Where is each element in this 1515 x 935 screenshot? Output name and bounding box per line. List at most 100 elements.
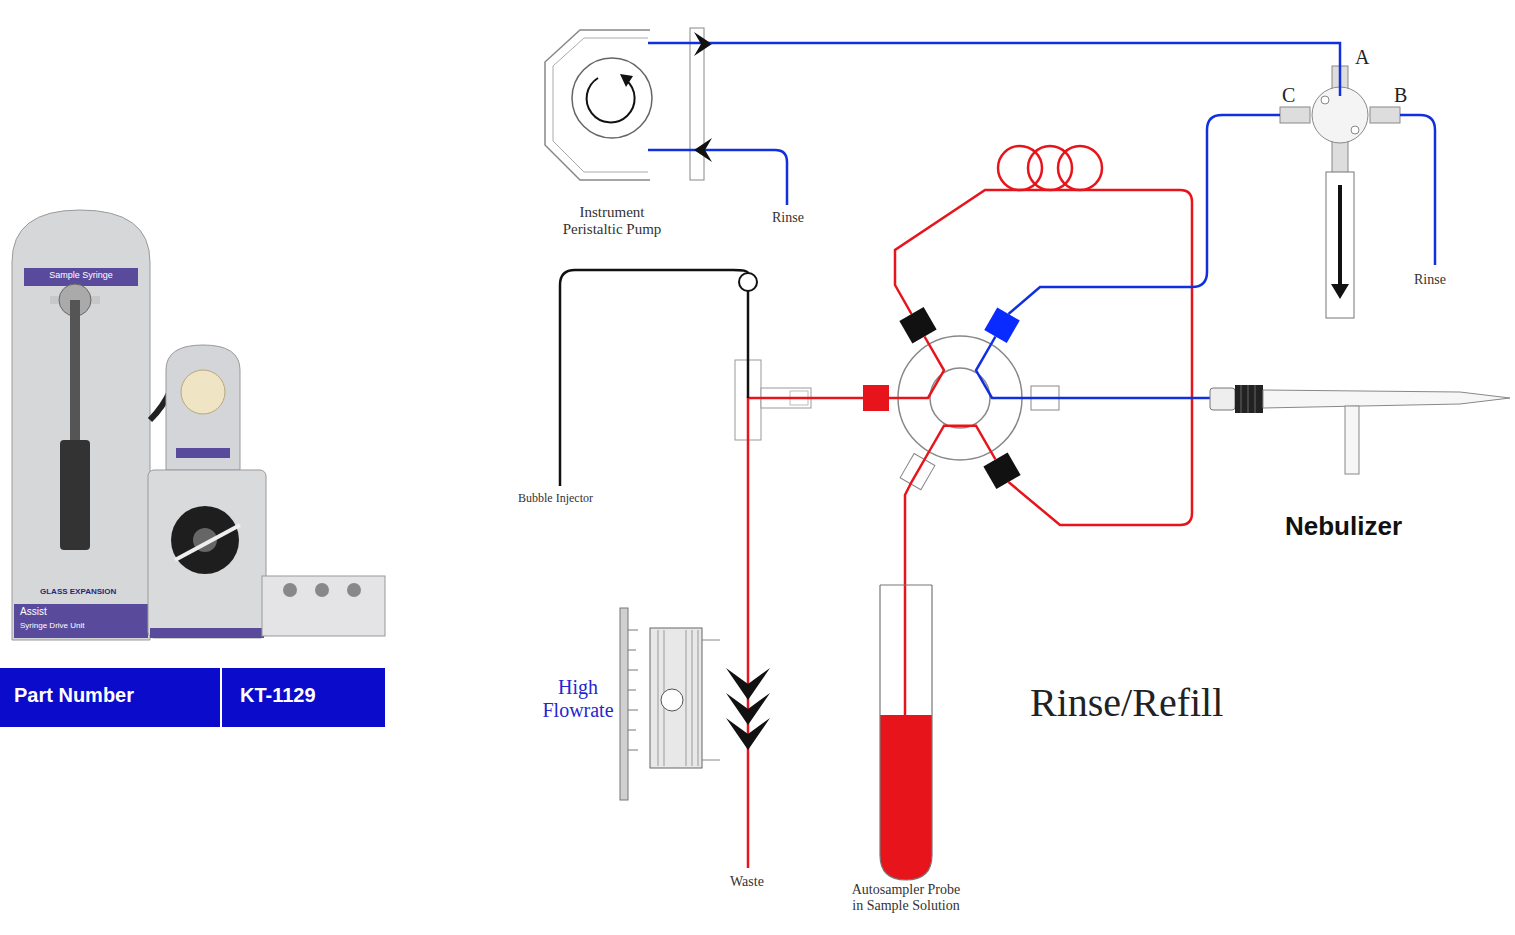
device-photo xyxy=(148,470,266,638)
table-cell: Part Number xyxy=(14,684,134,707)
nebulizer-drawing xyxy=(1263,390,1510,408)
flow-restrictor xyxy=(702,640,720,760)
device-photo xyxy=(347,583,361,597)
cross-connector xyxy=(1339,46,1342,96)
node-text: Nebulizer xyxy=(1285,512,1402,542)
cross-connector xyxy=(1370,107,1400,123)
line-end-label: Bubble Injector xyxy=(518,492,593,506)
device-photo xyxy=(181,370,225,414)
line-end-label: Rinse xyxy=(772,210,804,226)
part-table xyxy=(0,668,385,727)
cross-connector xyxy=(1280,46,1435,318)
unit-label: Syringe Drive Unit xyxy=(20,621,84,630)
bubble-line xyxy=(739,273,757,291)
switching-valve xyxy=(984,307,1020,343)
cross-connector xyxy=(1321,96,1329,104)
unit-label: Sample Syringe xyxy=(24,270,138,280)
switching-valve xyxy=(983,452,1020,489)
bubble-line xyxy=(747,291,750,398)
unit-label: Assist xyxy=(20,606,47,618)
nebulizer-drawing xyxy=(1210,385,1510,474)
bubble-line xyxy=(560,270,757,486)
nebulizer-drawing xyxy=(1241,385,1255,413)
sample-tube xyxy=(880,585,932,880)
cross-connector xyxy=(1400,115,1435,265)
nebulizer-drawing xyxy=(1210,388,1235,410)
cross-connector xyxy=(1331,284,1349,299)
flow-chevrons xyxy=(726,693,770,725)
sample-tubing xyxy=(1058,146,1102,190)
peristaltic-pump xyxy=(572,58,652,138)
line-end-label: Rinse xyxy=(1414,272,1446,288)
flow-restrictor xyxy=(620,608,628,800)
mode-title: Rinse/Refill xyxy=(1030,680,1223,726)
switching-valve xyxy=(983,452,1020,489)
device-photo xyxy=(176,448,230,458)
node-text: C xyxy=(1282,84,1295,107)
part-table xyxy=(222,668,385,727)
rinse-tubing xyxy=(976,337,1210,399)
node-text: Autosampler Probe in Sample Solution xyxy=(850,882,962,914)
sample-tube xyxy=(880,585,932,880)
sample-tubing xyxy=(748,398,863,868)
flow-restrictor xyxy=(620,608,720,800)
nebulizer-drawing xyxy=(1345,406,1359,474)
device-photo xyxy=(14,604,148,638)
cross-connector xyxy=(1338,185,1342,288)
device-photo xyxy=(12,210,150,640)
sample-tube xyxy=(880,715,932,880)
device-photo xyxy=(175,525,240,560)
peristaltic-pump xyxy=(694,32,712,56)
switching-valve xyxy=(984,307,1020,343)
device-photo xyxy=(150,628,264,638)
flow-restrictor xyxy=(658,630,698,766)
device-photo xyxy=(171,506,239,574)
node-text: High Flowrate xyxy=(540,676,616,722)
node-text: A xyxy=(1355,46,1369,69)
peristaltic-pump xyxy=(620,74,633,87)
pump-node: Instrument Peristaltic Pump xyxy=(560,26,710,258)
peristaltic-pump xyxy=(648,150,787,205)
line-end-label: Waste xyxy=(730,874,764,890)
sample-tubing xyxy=(895,190,1192,525)
switching-valve xyxy=(899,307,936,344)
device-photo xyxy=(166,345,240,470)
tee-fitting xyxy=(735,360,811,440)
flow-restrictor xyxy=(661,689,683,711)
device-photo xyxy=(283,583,297,597)
flow-chevrons xyxy=(726,668,770,700)
cross-connector xyxy=(1280,107,1310,123)
table-cell: KT-1129 xyxy=(240,684,316,707)
brand-label: GLASS EXPANSION xyxy=(40,587,116,596)
peristaltic-pump xyxy=(694,138,712,162)
switching-valve xyxy=(899,307,936,344)
device-photo xyxy=(315,583,329,597)
cross-connector xyxy=(1351,126,1359,134)
rinse-tubing xyxy=(1009,115,1281,314)
cross-connector xyxy=(1326,172,1354,318)
flow-restrictor xyxy=(650,628,702,768)
flow-restrictor xyxy=(628,630,638,750)
device-photo xyxy=(262,576,385,636)
nebulizer-node: Nebulizer xyxy=(1205,376,1510,546)
bubble-line xyxy=(560,270,748,486)
switching-valve xyxy=(863,385,889,411)
tube-connector xyxy=(710,43,1340,46)
nebulizer-drawing xyxy=(1235,385,1263,413)
sample-tubing xyxy=(889,337,944,399)
device-photo xyxy=(12,210,385,640)
autosampler-node: Autosampler Probe in Sample Solution xyxy=(850,580,964,932)
device-photo xyxy=(60,440,90,550)
node-text: Instrument Peristaltic Pump xyxy=(562,204,662,239)
part-table xyxy=(0,668,220,727)
flow-chevrons xyxy=(726,668,770,750)
peristaltic-pump xyxy=(545,28,787,205)
device-photo xyxy=(24,268,138,286)
switching-valve xyxy=(863,385,889,411)
sample-tube xyxy=(880,584,932,585)
